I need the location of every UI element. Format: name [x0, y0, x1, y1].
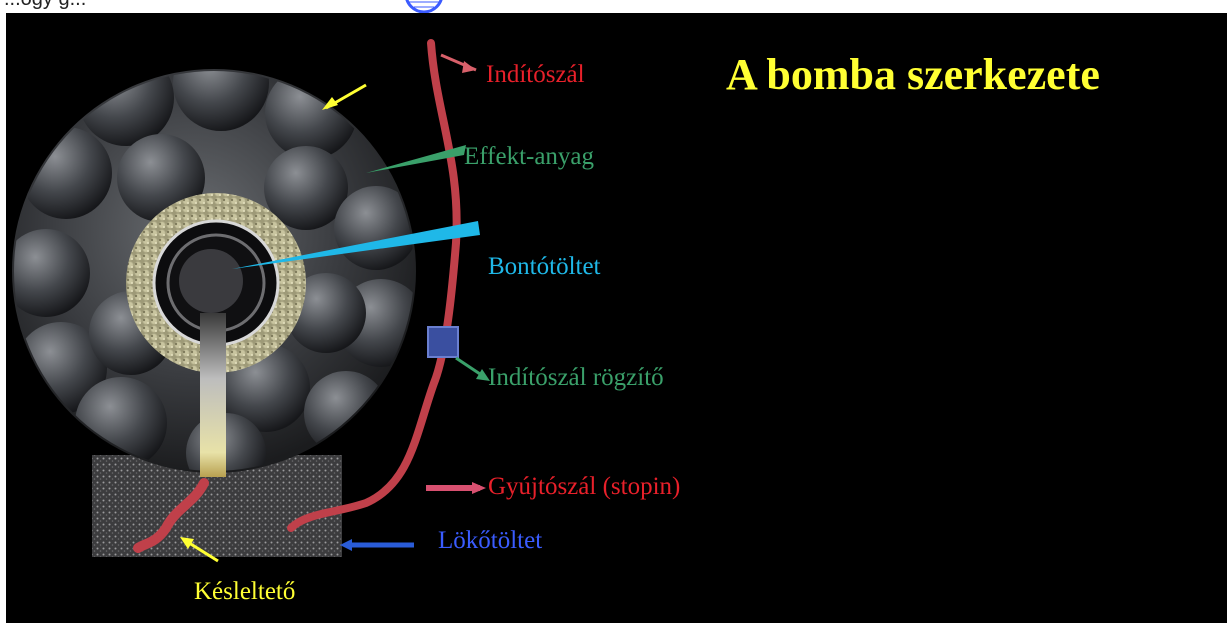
label-effekt-anyag: Effekt-anyag	[464, 143, 594, 171]
label-kesleltet: Késleltető	[194, 578, 295, 606]
label-bontotoltet: Bontótöltet	[488, 253, 601, 281]
slide-title: A bomba szerkezete	[726, 49, 1100, 100]
label-gyujtoszal: Gyújtószál (stopin)	[488, 473, 680, 501]
label-inditoszal-rogzito: Indítószál rögzítő	[488, 364, 664, 392]
delay-tube	[200, 313, 226, 477]
fuse-holder	[428, 327, 458, 357]
label-lokotoltet: Lökőtöltet	[438, 527, 542, 555]
label-inditoszal: Indítószál	[486, 61, 585, 89]
slide-canvas: A bomba szerkezete Indítószál Effekt-any…	[6, 13, 1227, 623]
bomb-diagram	[6, 13, 1227, 623]
clipped-heading-fragment: ...ogy g...	[0, 0, 200, 14]
logo-icon	[394, 0, 454, 14]
